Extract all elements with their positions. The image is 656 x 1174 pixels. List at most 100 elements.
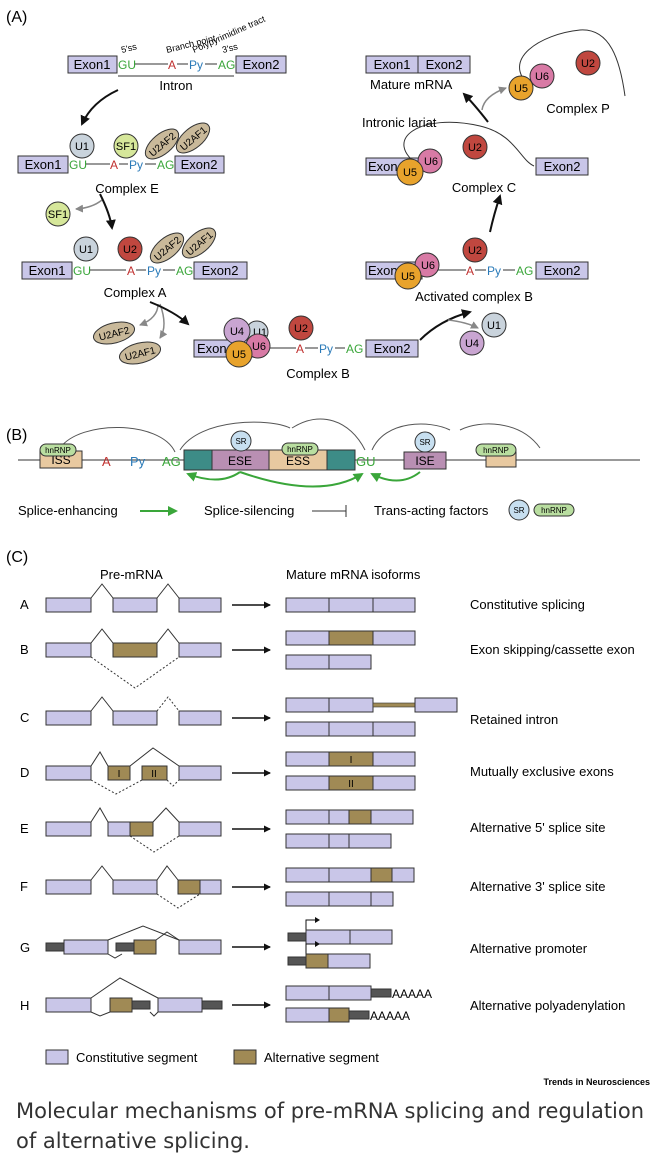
complex-a-label: Complex A [104,285,167,300]
legend-hnrnp: hnRNP [541,506,567,515]
label-mutually-exclusive: Mutually exclusive exons [470,764,614,779]
label-exon-skipping: Exon skipping/cassette exon [470,642,635,657]
arrow-to-complex-a [99,193,116,230]
svg-text:Exon: Exon [197,341,227,356]
legend-alternative: Alternative segment [264,1050,379,1065]
svg-text:Py: Py [147,264,161,278]
svg-text:I: I [350,755,353,766]
u1-factor: U1 [75,141,89,153]
complex-b: Exon A Py AG Exon2 U1 U4 U6 U5 U2 Comple… [193,315,419,381]
regulatory-elements: ISS A Py AG ESE ESS GU ISE hnRNP SR hnRN… [18,418,640,488]
complex-p-label: Complex P [546,101,610,116]
legend-sr: SR [513,506,524,515]
row-alt-promoter: G Alternative promoter [20,917,588,969]
svg-text:A: A [296,342,304,356]
figure-caption: Molecular mechanisms of pre-mRNA splicin… [16,1099,645,1153]
svg-text:GU: GU [69,158,87,172]
svg-text:U1: U1 [79,244,93,256]
svg-text:U2: U2 [468,245,482,257]
sr-factor-1: SR [235,437,246,446]
svg-text:H: H [20,998,29,1013]
u4-released [459,330,485,356]
svg-text:U2: U2 [123,244,137,256]
legend-constitutive: Constitutive segment [76,1050,198,1065]
panel-c-rows: A Constitutive splicing B [20,583,635,1023]
svg-text:Exon1: Exon1 [374,57,411,72]
svg-text:U4: U4 [230,326,244,338]
svg-text:Exon1: Exon1 [25,157,62,172]
arrow-to-complex-b [149,301,190,326]
svg-text:I: I [118,769,121,780]
panel-c-legend: Constitutive segment Alternative segment [45,1049,379,1065]
row-alt-3ss: F Alternative 3' splice site [20,865,605,909]
u1-released [481,312,507,338]
panel-c-label: (C) [6,549,28,566]
svg-text:Exon: Exon [368,263,398,278]
svg-text:Exon1: Exon1 [29,263,66,278]
arrow-to-complex-e [80,89,119,126]
svg-text:AG: AG [157,158,174,172]
svg-text:II: II [348,779,354,790]
b-gu: GU [356,454,376,469]
svg-text:Exon2: Exon2 [426,57,463,72]
svg-text:AG: AG [176,264,193,278]
svg-text:U5: U5 [232,349,246,361]
mature-label: Mature mRNA [370,77,453,92]
row-retained-intron: C Retained intron [20,696,558,737]
b-branch-a: A [102,454,111,469]
svg-text:Exon2: Exon2 [544,159,581,174]
complex-a: Exon1 GU A Py AG Exon2 U1 U2 U2AF2 U2AF1… [21,227,248,300]
legend-trans: Trans-acting factors [374,503,489,518]
b-py: Py [130,454,146,469]
svg-text:Exon2: Exon2 [374,341,411,356]
ag-label: AG [218,58,235,72]
gu-label: GU [118,58,136,72]
panel-a-label: (A) [6,9,27,26]
u2af2-released [92,321,136,345]
py-label: Py [189,58,203,72]
svg-text:U6: U6 [535,71,549,83]
complex-b-label: Complex B [286,366,350,381]
ese-enhance-arrow-right [239,471,364,488]
u2af-release-arrow-1 [139,303,159,327]
arrow-to-activated-b [419,309,472,341]
svg-text:U6: U6 [252,341,266,353]
u2af-release-arrow-2 [159,303,168,339]
ise-element: ISE [415,454,434,468]
activated-b-label: Activated complex B [415,289,533,304]
branch-a: A [168,58,176,72]
panel-b-label: (B) [6,427,27,444]
hnrnp-factor-3: hnRNP [483,446,509,455]
svg-text:U2: U2 [581,58,595,70]
row-alt-polyadenylation: H AAAAA AAAAA Alternative polyadenylatio… [20,977,625,1023]
pre-mrna: Exon1 GU A Py AG Exon2 Intron 5'ss Branc… [67,14,287,93]
svg-text:U5: U5 [401,271,415,283]
svg-text:F: F [20,879,28,894]
svg-text:C: C [20,710,29,725]
svg-text:II: II [151,769,157,780]
svg-text:Py: Py [487,264,501,278]
mature-mrna: Exon1 Exon2 Mature mRNA [365,55,471,92]
exon1-label: Exon1 [74,57,111,72]
label-alt-3ss: Alternative 3' splice site [470,879,605,894]
mature-isoforms-header: Mature mRNA isoforms [286,567,421,582]
activated-complex-b: Exon A Py AG Exon2 U6 U5 U2 Activated co… [365,237,589,304]
u2af1-released [118,341,162,365]
svg-text:U5: U5 [403,167,417,179]
svg-text:E: E [20,821,29,836]
svg-text:Exon2: Exon2 [181,157,218,172]
complex-c: Exon Exon2 U6 U5 U2 Complex C Intronic l… [362,115,589,195]
svg-text:U2: U2 [468,142,482,154]
svg-text:U2: U2 [294,323,308,335]
label-constitutive: Constitutive splicing [470,597,585,612]
u4-released-label: U4 [465,338,479,350]
svg-text:A: A [127,264,135,278]
label-alt-polyadenylation: Alternative polyadenylation [470,998,625,1013]
intron-label: Intron [159,78,192,93]
svg-text:B: B [20,642,29,657]
ese-element: ESE [228,454,252,468]
sf1-released [45,201,71,227]
lariat-label: Intronic lariat [362,115,437,130]
label-retained-intron: Retained intron [470,712,558,727]
splicing-figure: (A) Exon1 GU A Py AG Exon2 Intron 5'ss B… [6,9,650,1087]
